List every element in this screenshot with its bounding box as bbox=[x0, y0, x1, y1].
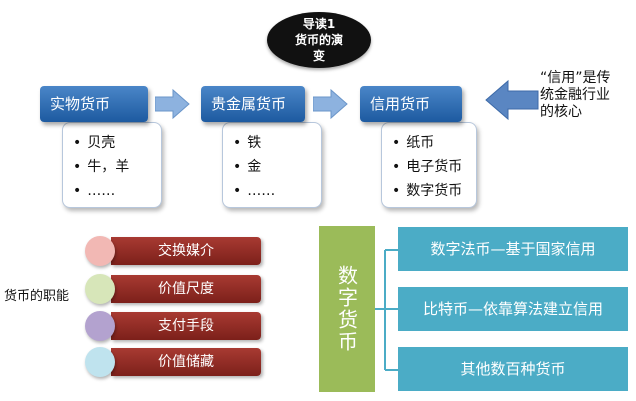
function-circle bbox=[85, 311, 115, 341]
list-item: 电子货币 bbox=[392, 155, 466, 179]
function-bar: 价值尺度 bbox=[111, 275, 261, 303]
title-line-2: 货币的演 bbox=[294, 33, 343, 47]
function-bar: 价值储藏 bbox=[111, 348, 261, 376]
arrow-right-icon bbox=[313, 88, 348, 120]
function-circle bbox=[85, 274, 115, 304]
digital-currency-box: 数字货币 bbox=[319, 226, 375, 392]
title-line-1: 导读1 bbox=[302, 17, 336, 31]
digital-item: 其他数百种货币 bbox=[398, 347, 628, 391]
arrow-right-icon bbox=[155, 88, 190, 120]
list-item: …… bbox=[233, 179, 311, 203]
digital-item: 数字法币—基于国家信用 bbox=[398, 227, 628, 271]
function-bar: 交换媒介 bbox=[111, 237, 261, 265]
precious-metal-header: 贵金属货币 bbox=[201, 86, 305, 122]
digital-item: 比特币—依靠算法建立信用 bbox=[398, 287, 628, 331]
list-item: 牛，羊 bbox=[73, 155, 151, 179]
credit-money-header: 信用货币 bbox=[360, 86, 462, 122]
list-item: 铁 bbox=[233, 131, 311, 155]
credit-note: “信用”是传统金融行业的核心 bbox=[540, 70, 611, 120]
title-ellipse: 导读1 货币的演 变 bbox=[267, 12, 371, 68]
list-item: 数字货币 bbox=[392, 179, 466, 203]
digital-currency-label: 数字货币 bbox=[334, 265, 359, 353]
bracket-connector bbox=[375, 249, 398, 371]
precious-metal-examples: 铁 金 …… bbox=[222, 122, 322, 208]
physical-money-header: 实物货币 bbox=[40, 86, 148, 122]
credit-money-examples: 纸币 电子货币 数字货币 bbox=[381, 122, 477, 208]
function-circle bbox=[85, 347, 115, 377]
list-item: 纸币 bbox=[392, 131, 466, 155]
function-circle bbox=[85, 236, 115, 266]
list-item: 贝壳 bbox=[73, 131, 151, 155]
list-item: …… bbox=[73, 179, 151, 203]
title-line-3: 变 bbox=[312, 49, 325, 63]
list-item: 金 bbox=[233, 155, 311, 179]
arrow-left-icon bbox=[485, 79, 539, 121]
physical-money-examples: 贝壳 牛，羊 …… bbox=[62, 122, 162, 208]
functions-label: 货币的职能 bbox=[4, 289, 70, 304]
function-bar: 支付手段 bbox=[111, 312, 261, 340]
